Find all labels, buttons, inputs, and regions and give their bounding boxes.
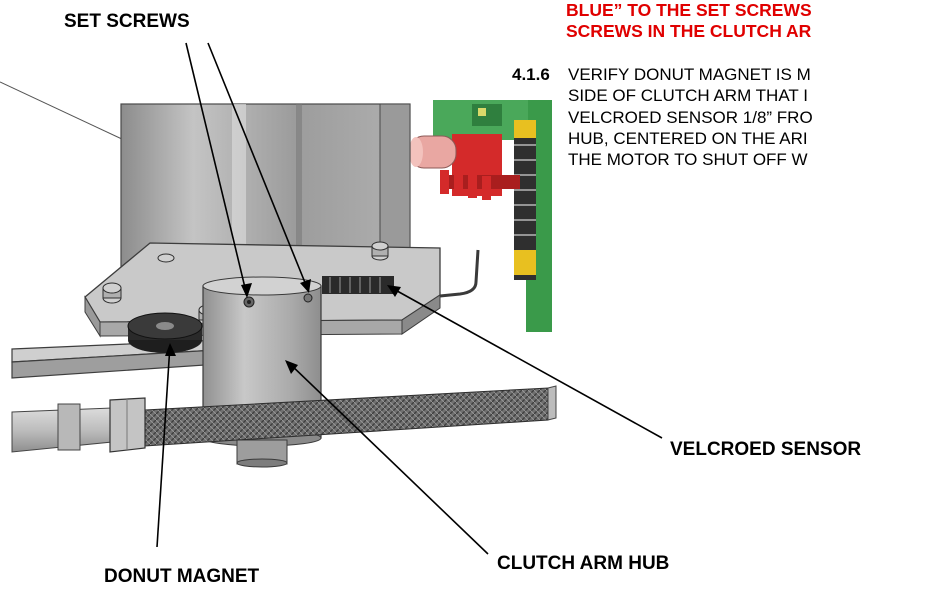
frame-edge-line — [0, 81, 125, 141]
leader-set-screw-2 — [207, 42, 309, 291]
step-line: SIDE OF CLUTCH ARM THAT I — [568, 86, 808, 106]
step-line: THE MOTOR TO SHUT OFF W — [568, 150, 808, 170]
leader-set-screw-1 — [185, 42, 248, 297]
leader-donut-magnet — [156, 344, 171, 548]
leader-lines — [156, 42, 663, 555]
step-number: 4.1.6 — [512, 65, 550, 84]
circuit-board — [433, 100, 552, 332]
arrowheads — [165, 279, 401, 374]
step-text: VERIFY DONUT MAGNET IS M SIDE OF CLUTCH … — [568, 64, 813, 170]
capacitor — [409, 135, 457, 169]
velcroed-sensor-label: VELCROED SENSOR — [670, 439, 862, 460]
leader-velcroed-sensor — [389, 286, 663, 439]
red-note-line: BLUE” TO THE SET SCREWS — [566, 0, 812, 20]
red-warning-note: BLUE” TO THE SET SCREWS SCREWS IN THE CL… — [566, 0, 812, 42]
bracket-rod — [439, 249, 480, 298]
red-connector — [440, 134, 520, 200]
clutch-arm-hub-label: CLUTCH ARM HUB — [497, 553, 670, 574]
step-line: VELCROED SENSOR 1/8” FRO — [568, 107, 813, 127]
leader-clutch-hub — [287, 361, 489, 555]
step-line: VERIFY DONUT MAGNET IS M — [568, 65, 811, 84]
braided-hose — [11, 385, 557, 453]
sensor-body — [322, 276, 394, 294]
donut-magnet-label: DONUT MAGNET — [104, 566, 260, 587]
donut-magnet — [127, 312, 203, 353]
set-screws-label: SET SCREWS — [64, 11, 190, 32]
red-note-line: SCREWS IN THE CLUTCH AR — [566, 21, 812, 41]
step-line: HUB, CENTERED ON THE ARI — [568, 128, 808, 148]
